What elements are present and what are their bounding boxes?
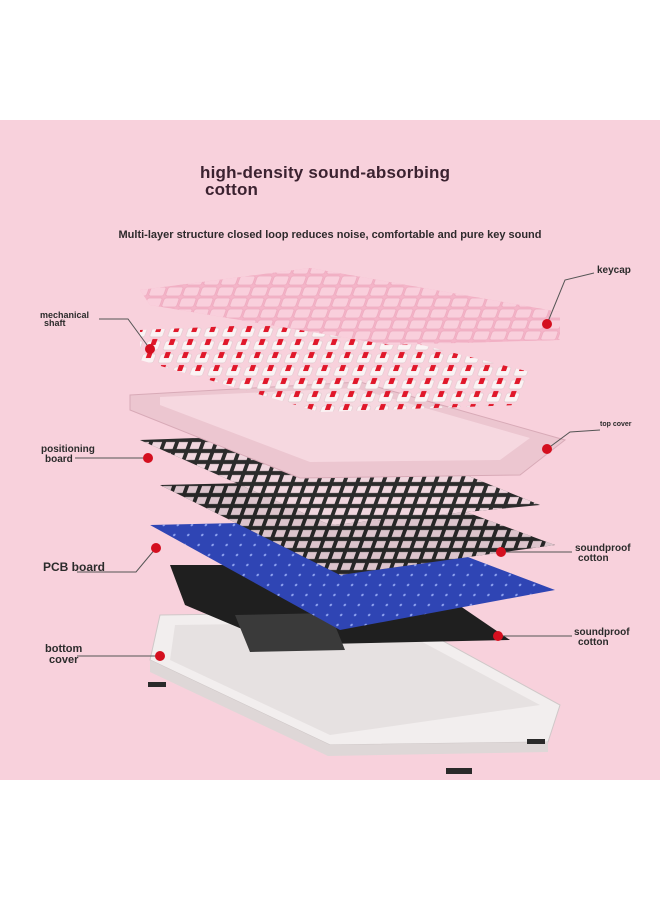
callout-lines [75, 272, 601, 657]
label-soundproof-cotton-upper-line2: cotton [578, 553, 609, 564]
label-soundproof-cotton-upper-line1: soundproof [575, 543, 631, 554]
title-line-1: high-density sound-absorbing [200, 163, 451, 182]
soundproof-cotton-lower-marker [493, 631, 503, 641]
top-cover-callout-line [546, 429, 601, 450]
pcb-board-callout-line [77, 547, 157, 573]
label-soundproof-cotton-lower-line1: soundproof [574, 627, 630, 638]
bottom-cover-marker [155, 651, 165, 661]
label-mechanical-shaft-line1: mechanical [40, 310, 90, 320]
positioning-board-marker [143, 453, 153, 463]
keycap-layer [140, 268, 560, 345]
soundproof-cotton-upper-layer [160, 480, 555, 575]
label-mechanical-shaft-line2: shaft [44, 318, 66, 328]
label-positioning-board-line2: board [45, 454, 73, 465]
label-keycap: keycap [597, 265, 631, 276]
label-pcb-board: PCB board [43, 560, 106, 574]
keycap-marker [542, 319, 552, 329]
positioning-board-layer [140, 432, 540, 525]
soundproof-cotton-upper-marker [496, 547, 506, 557]
label-positioning-board-line1: positioning [41, 444, 95, 455]
keycap-callout-line [546, 272, 595, 325]
subtitle: Multi-layer structure closed loop reduce… [118, 229, 542, 241]
mechanical-shaft-callout-line [99, 318, 151, 350]
label-top-cover: top cover [600, 421, 632, 428]
title-line-2: cotton [205, 180, 259, 199]
label-bottom-cover-line2: cover [49, 654, 79, 666]
mechanical-shaft-layer [140, 322, 530, 412]
markers [143, 319, 552, 661]
label-soundproof-cotton-lower-line2: cotton [578, 637, 609, 648]
label-bottom-cover-line1: bottom [45, 643, 83, 655]
pcb-board-marker [151, 543, 161, 553]
mechanical-shaft-marker [145, 344, 155, 354]
top-cover-marker [542, 444, 552, 454]
pcb-board-layer [150, 520, 555, 630]
